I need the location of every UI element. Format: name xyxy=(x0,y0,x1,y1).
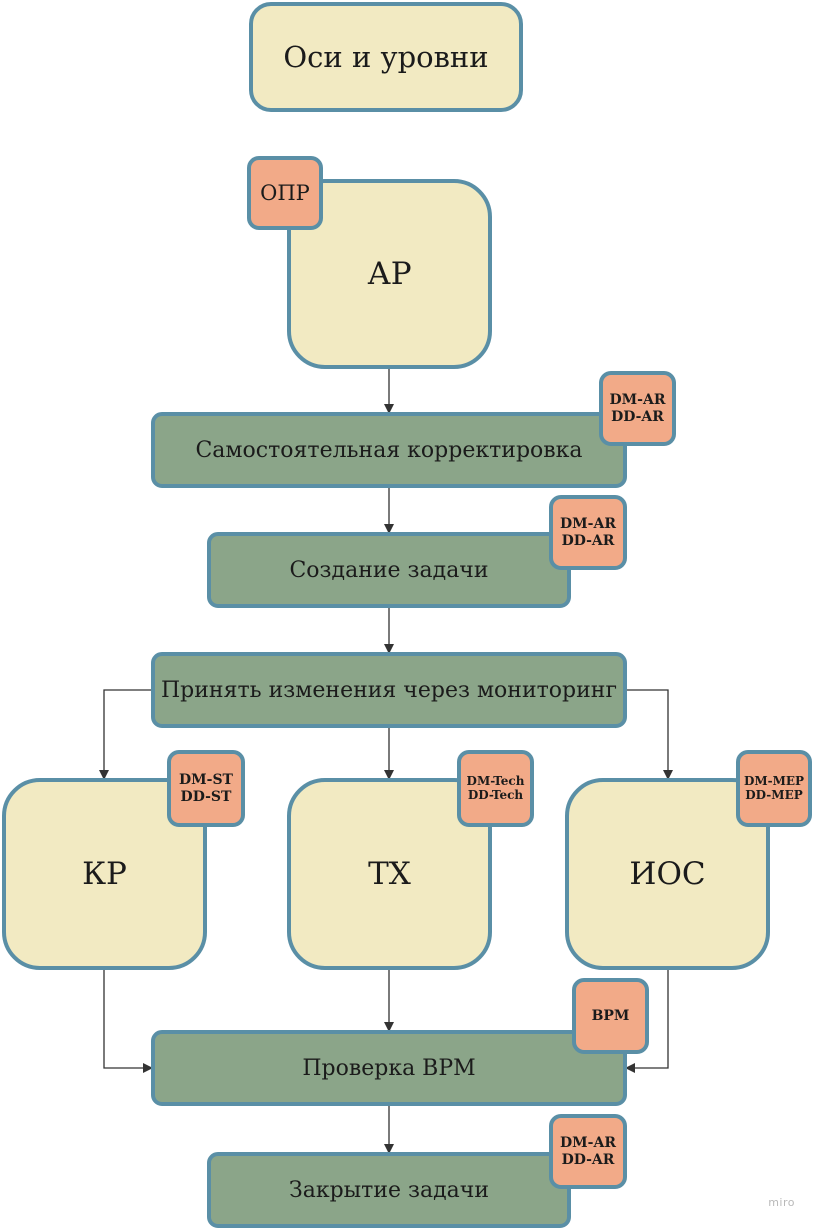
title-box-label: Оси и уровни xyxy=(283,40,489,74)
ar-box-label: АР xyxy=(367,256,412,292)
create-task-label: Создание задачи xyxy=(289,557,489,583)
arrow-ios-to-bpm xyxy=(625,970,669,1073)
accept-changes-box: Принять изменения через мониторинг xyxy=(151,652,627,728)
bpm-badge: BPM xyxy=(572,978,649,1054)
bpm-check-box: Проверка BPM xyxy=(151,1030,627,1106)
self-correction-badge: DM-AR DD-AR xyxy=(599,371,676,446)
bpm-check-label: Проверка BPM xyxy=(302,1055,476,1081)
arrow-kr-to-bpm xyxy=(103,970,153,1073)
miro-watermark: miro xyxy=(768,1196,795,1209)
ios-badge: DM-MEP DD-MEP xyxy=(736,750,812,827)
tx-badge: DM-Tech DD-Tech xyxy=(457,750,534,827)
kr-box-label: КР xyxy=(82,856,127,892)
close-task-badge: DM-AR DD-AR xyxy=(549,1114,627,1189)
close-task-box: Закрытие задачи xyxy=(207,1152,571,1228)
arrow-accept-to-kr xyxy=(99,689,153,780)
kr-badge: DM-ST DD-ST xyxy=(167,750,245,827)
opr-badge: ОПР xyxy=(247,156,323,230)
ios-box: ИОС xyxy=(565,778,770,970)
title-box: Оси и уровни xyxy=(249,2,523,112)
ios-box-label: ИОС xyxy=(629,856,706,892)
tx-box-label: ТХ xyxy=(368,856,411,892)
close-task-label: Закрытие задачи xyxy=(289,1177,489,1203)
arrow-accept-to-ios xyxy=(626,689,673,780)
self-correction-box: Самостоятельная корректировка xyxy=(151,412,627,488)
self-correction-label: Самостоятельная корректировка xyxy=(195,437,583,463)
create-task-badge: DM-AR DD-AR xyxy=(549,495,627,570)
accept-changes-label: Принять изменения через мониторинг xyxy=(161,677,617,703)
create-task-box: Создание задачи xyxy=(207,532,571,608)
